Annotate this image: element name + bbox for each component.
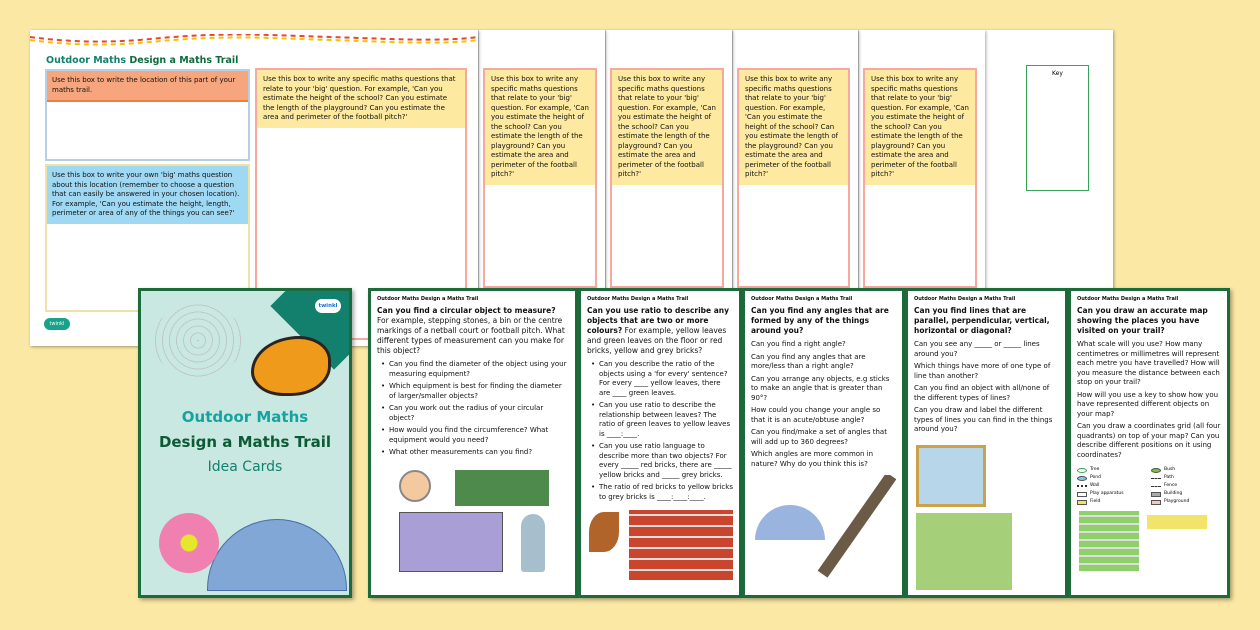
card-bullet: Can you describe the ratio of the object… [591,360,733,398]
big-question-text: Use this box to write your own 'big' mat… [47,166,248,224]
card-bullet: How could you change your angle so that … [751,406,881,424]
card-bullet: Can you find a right angle? [751,340,846,348]
map-key: Tree Bush Pond Path Wall Fence Play appa… [1077,466,1221,506]
key-box: Key [1026,65,1089,191]
card-bullet: Can you find any angles that are more/le… [751,352,866,371]
football-pitch-image [916,512,1012,590]
sticks-image [817,475,896,578]
clock-image [399,469,431,502]
card-header: Outdoor Maths Design a Maths Trail [1077,296,1179,302]
title-main: Design a Maths Trail [129,55,239,66]
card-lead: Can you draw an accurate map showing the… [1077,306,1208,335]
card-lead: Can you use ratio to describe any object… [587,306,730,355]
card-header: Outdoor Maths Design a Maths Trail [751,296,853,302]
card-header: Outdoor Maths Design a Maths Trail [377,296,479,302]
card-header: Outdoor Maths Design a Maths Trail [914,296,1016,302]
cover-line1: Outdoor Maths [181,408,309,426]
specific-questions-text: Use this box to write any specific maths… [485,70,595,185]
twinkl-logo: twinkl [315,299,341,313]
card-bullet: What scale will you use? How many centim… [1077,340,1220,386]
idea-card-1: Outdoor Maths Design a Maths Trail Can y… [368,288,578,598]
card-bullet: How will you use a key to show how you h… [1077,390,1219,418]
idea-card-2: Outdoor Maths Design a Maths Trail Can y… [578,288,742,598]
card-bullet: Can you use ratio language to describe m… [591,442,733,480]
specific-questions-text: Use this box to write any specific maths… [865,70,975,185]
card-bullet: Can you draw and label the different typ… [914,406,1053,433]
cover-line2: Design a Maths Trail [158,433,332,451]
card-images [1077,509,1221,590]
card-lead: Can you find lines that are parallel, pe… [914,306,1050,335]
idea-card-5: Outdoor Maths Design a Maths Trail Can y… [1068,288,1230,598]
card-images [914,441,1059,590]
card-header: Outdoor Maths Design a Maths Trail [587,296,689,302]
card-bullet: Which equipment is best for finding the … [381,382,569,401]
key-label: Key [1052,70,1063,77]
card-bullet: Can you draw a coordinates grid (all fou… [1077,422,1221,459]
specific-questions-text: Use this box to write any specific maths… [612,70,722,185]
card-bullet: Can you arrange any objects, e.g sticks … [751,374,890,402]
card-bullet: Can you find the diameter of the object … [381,360,569,379]
location-text: Use this box to write the location of th… [47,71,248,102]
cover-line3: Idea Cards [207,459,283,475]
card-images [587,508,733,590]
specific-questions-box[interactable]: Use this box to write any specific maths… [255,68,467,340]
idea-card-4: Outdoor Maths Design a Maths Trail Can y… [905,288,1068,598]
card-bullet: How would you find the circumference? Wh… [381,426,569,445]
card-bullet: Can you find an object with all/none of … [914,384,1050,402]
leaves-image [589,512,619,552]
spider-web-image [153,303,243,378]
card-bullet: Can you see any _____ or _____ lines aro… [914,340,1040,358]
card-bullet: Which angles are more common in nature? … [751,450,874,468]
card-lead: Can you find any angles that are formed … [751,306,889,335]
card-images [751,475,896,590]
card-bullet: Can you work out the radius of your circ… [381,404,569,423]
card-bullet: Can you find/make a set of angles that w… [751,428,887,446]
map-image [1147,515,1207,529]
netball-court-image [399,511,503,572]
location-box[interactable]: Use this box to write the location of th… [45,69,250,161]
flower-image [159,513,219,573]
bin-image [521,513,545,572]
worksheet-copy-2: Use this box to write any specific maths… [605,30,732,346]
worksheet-title: Outdoor Maths Design a Maths Trail [46,55,238,66]
butterfly-image [251,336,331,396]
twinkl-logo: twinkl [44,318,70,330]
big-question-box[interactable]: Use this box to write your own 'big' mat… [45,164,250,312]
title-prefix: Outdoor Maths [46,55,127,66]
card-bullet: Can you use ratio to describe the relati… [591,401,733,439]
card-lead: Can you find a circular object to measur… [377,306,565,355]
specific-questions-text: Use this box to write any specific maths… [257,70,465,128]
card-bullet: The ratio of red bricks to yellow bricks… [591,483,733,502]
cover-card: twinkl Outdoor Maths Design a Maths Trai… [138,288,352,598]
card-bullet: What other measurements can you find? [381,448,569,458]
bunting-wave [30,34,478,46]
brick-wall-image [629,510,733,580]
window-image [916,444,986,507]
card-bullet: Which things have more of one type of li… [914,362,1051,380]
map-grid-image [1079,511,1139,571]
stepping-stones-image [455,469,549,506]
protractor-image [755,505,825,540]
idea-card-3: Outdoor Maths Design a Maths Trail Can y… [742,288,905,598]
protractor-image [207,519,347,591]
card-images [377,464,569,591]
specific-questions-text: Use this box to write any specific maths… [739,70,848,185]
